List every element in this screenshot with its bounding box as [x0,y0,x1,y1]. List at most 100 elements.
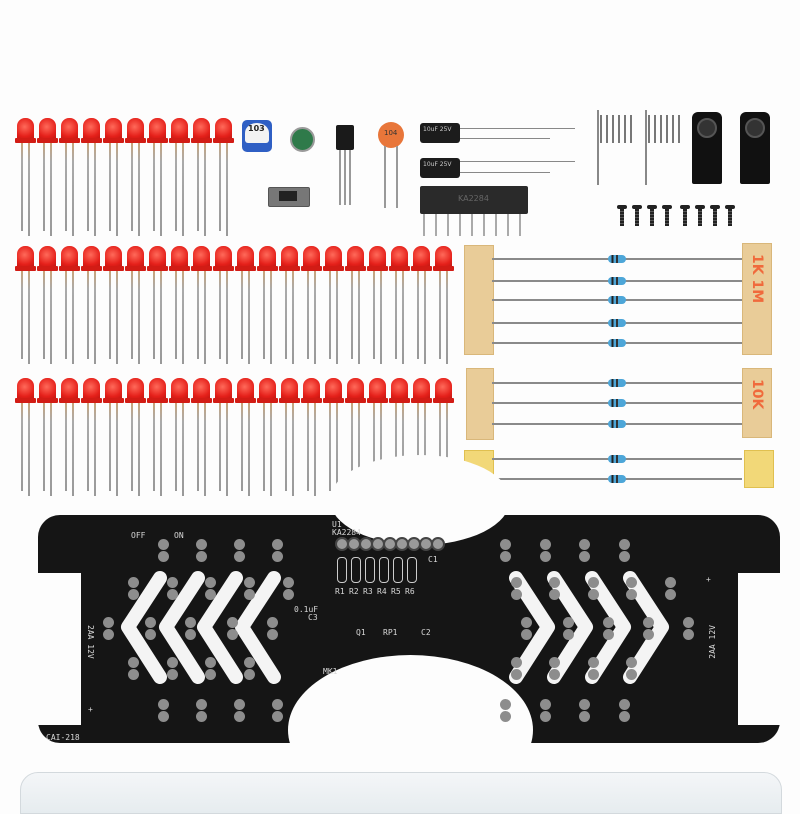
red-led [103,118,125,236]
silk-resistor-label: R4 [377,587,387,596]
resistor-footprint [393,557,403,583]
resistor-footprint [365,557,375,583]
silk-resistor-label: R2 [349,587,359,596]
led-pad [583,575,605,603]
red-led [37,246,59,364]
resistor-tape [744,450,774,488]
red-led [213,378,235,496]
screw [725,205,735,227]
red-led [147,378,169,496]
resistor [608,255,626,263]
red-led [191,118,213,236]
cap-lead [460,172,550,173]
cap-lead [460,161,575,162]
silk-c1: C1 [428,555,438,564]
led-pad [535,697,557,725]
led-pad [660,575,682,603]
silk-c2: C2 [421,628,431,637]
resistor-tape: 10K [742,368,772,438]
red-led [59,246,81,364]
led-pad [140,615,162,643]
led-row-3 [15,378,455,496]
electrolytic-cap-label: 10uF 25V [423,161,452,168]
tape-label: 10K [749,379,765,410]
slide-switch [268,187,310,207]
left-chevron-icon [121,571,167,684]
led-pad [239,575,261,603]
screw [617,205,627,227]
resistor [608,399,626,407]
ic-ka2284: KA2284 [420,186,528,214]
red-led [323,246,345,364]
red-led [125,118,147,236]
led-pad [162,575,184,603]
red-led [389,246,411,364]
red-led [257,378,279,496]
led-pad [544,655,566,683]
trimmer-label: 103 [248,124,265,133]
led-pad [200,575,222,603]
red-led [345,246,367,364]
led-pad [495,537,517,565]
left-notch [36,573,81,725]
screw [662,205,672,227]
electrolytic-capacitor: 10uF 25V [420,158,460,178]
led-pad [638,615,660,643]
led-pad [267,537,289,565]
screw [695,205,705,227]
red-led [213,246,235,364]
left-chevron-icon [159,571,205,684]
resistor [608,339,626,347]
led-pad [558,615,580,643]
spring-coil [648,115,680,143]
silk-model: CAI-218 [46,733,80,742]
led-pad [278,575,300,603]
resistor-tape: 1K 1M [742,243,772,355]
led-pad [162,655,184,683]
ic-pin [423,214,425,236]
led-pad [583,655,605,683]
resistor-footprint [379,557,389,583]
resistor [608,455,626,463]
battery-spring [645,110,647,185]
red-led [147,246,169,364]
led-pad [98,615,120,643]
silk-cap-small: 0.1uF [294,605,319,614]
red-led [213,118,235,236]
led-pad [191,697,213,725]
led-pad [200,655,222,683]
silk-off: OFF [131,531,146,540]
resistor [608,277,626,285]
red-led [169,246,191,364]
ic-pin [519,214,521,236]
led-pad [191,537,213,565]
led-pad [516,615,538,643]
led-row-1 [15,118,235,236]
screw [710,205,720,227]
ceramic-capacitor: 104 [378,122,404,148]
silk-mk1: MK1 [323,667,338,676]
nose-cutout-top [330,455,510,545]
silk-u1: U1 [332,520,342,529]
red-led [15,246,37,364]
red-led [433,246,455,364]
battery-contact [740,112,770,184]
red-led [279,246,301,364]
red-led [81,118,103,236]
screw [647,205,657,227]
red-led [81,378,103,496]
ic-pin [495,214,497,236]
led-pad [180,615,202,643]
led-pad [574,697,596,725]
red-led [125,378,147,496]
led-pad [614,537,636,565]
led-pad [239,655,261,683]
right-chevron-icon [585,571,631,684]
led-pad [262,615,284,643]
silk-q1: Q1 [356,628,366,637]
ic-pin [459,214,461,236]
red-led [37,378,59,496]
red-led [191,246,213,364]
led-pad [535,537,557,565]
resistor [608,420,626,428]
